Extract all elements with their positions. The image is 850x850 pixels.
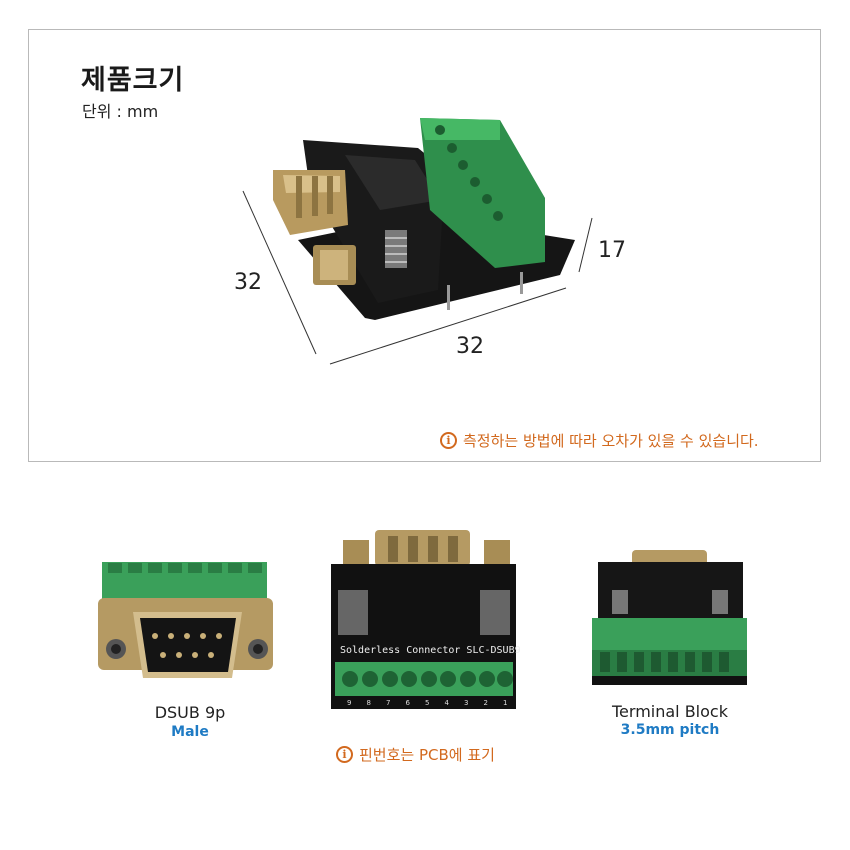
pin-number: 1 — [503, 699, 507, 707]
info-icon: i — [336, 746, 353, 763]
dsub-caption: DSUB 9p — [154, 703, 226, 722]
pcb-label: Solderless Connector SLC-DSUB9 — [340, 645, 521, 656]
dsub-sub: Male — [171, 724, 209, 740]
pin-note-text: 핀번호는 PCB에 표기 — [359, 746, 495, 764]
pin-number: 2 — [484, 699, 488, 707]
pin-number: 6 — [406, 699, 411, 707]
measurement-note-text: 측정하는 방법에 따라 오차가 있을 수 있습니다. — [463, 432, 759, 450]
pin-note: i 핀번호는 PCB에 표기 — [336, 744, 495, 765]
info-icon: i — [440, 432, 457, 449]
terminal-caption: Terminal Block — [612, 702, 728, 721]
pin-number: 9 — [347, 699, 351, 707]
height-dimension: 17 — [598, 238, 626, 263]
pin-number: 3 — [464, 699, 468, 707]
pin-number: 5 — [425, 699, 429, 707]
unit-label: 단위 : mm — [82, 102, 159, 121]
pin-number: 4 — [445, 699, 450, 707]
panel-title: 제품크기 — [81, 65, 185, 96]
terminal-sub: 3.5mm pitch — [620, 722, 720, 738]
depth-dimension: 32 — [234, 270, 262, 295]
width-dimension: 32 — [456, 334, 484, 359]
pin-number: 7 — [386, 699, 390, 707]
measurement-note: i 측정하는 방법에 따라 오차가 있을 수 있습니다. — [440, 430, 759, 451]
pin-number: 8 — [367, 699, 371, 707]
